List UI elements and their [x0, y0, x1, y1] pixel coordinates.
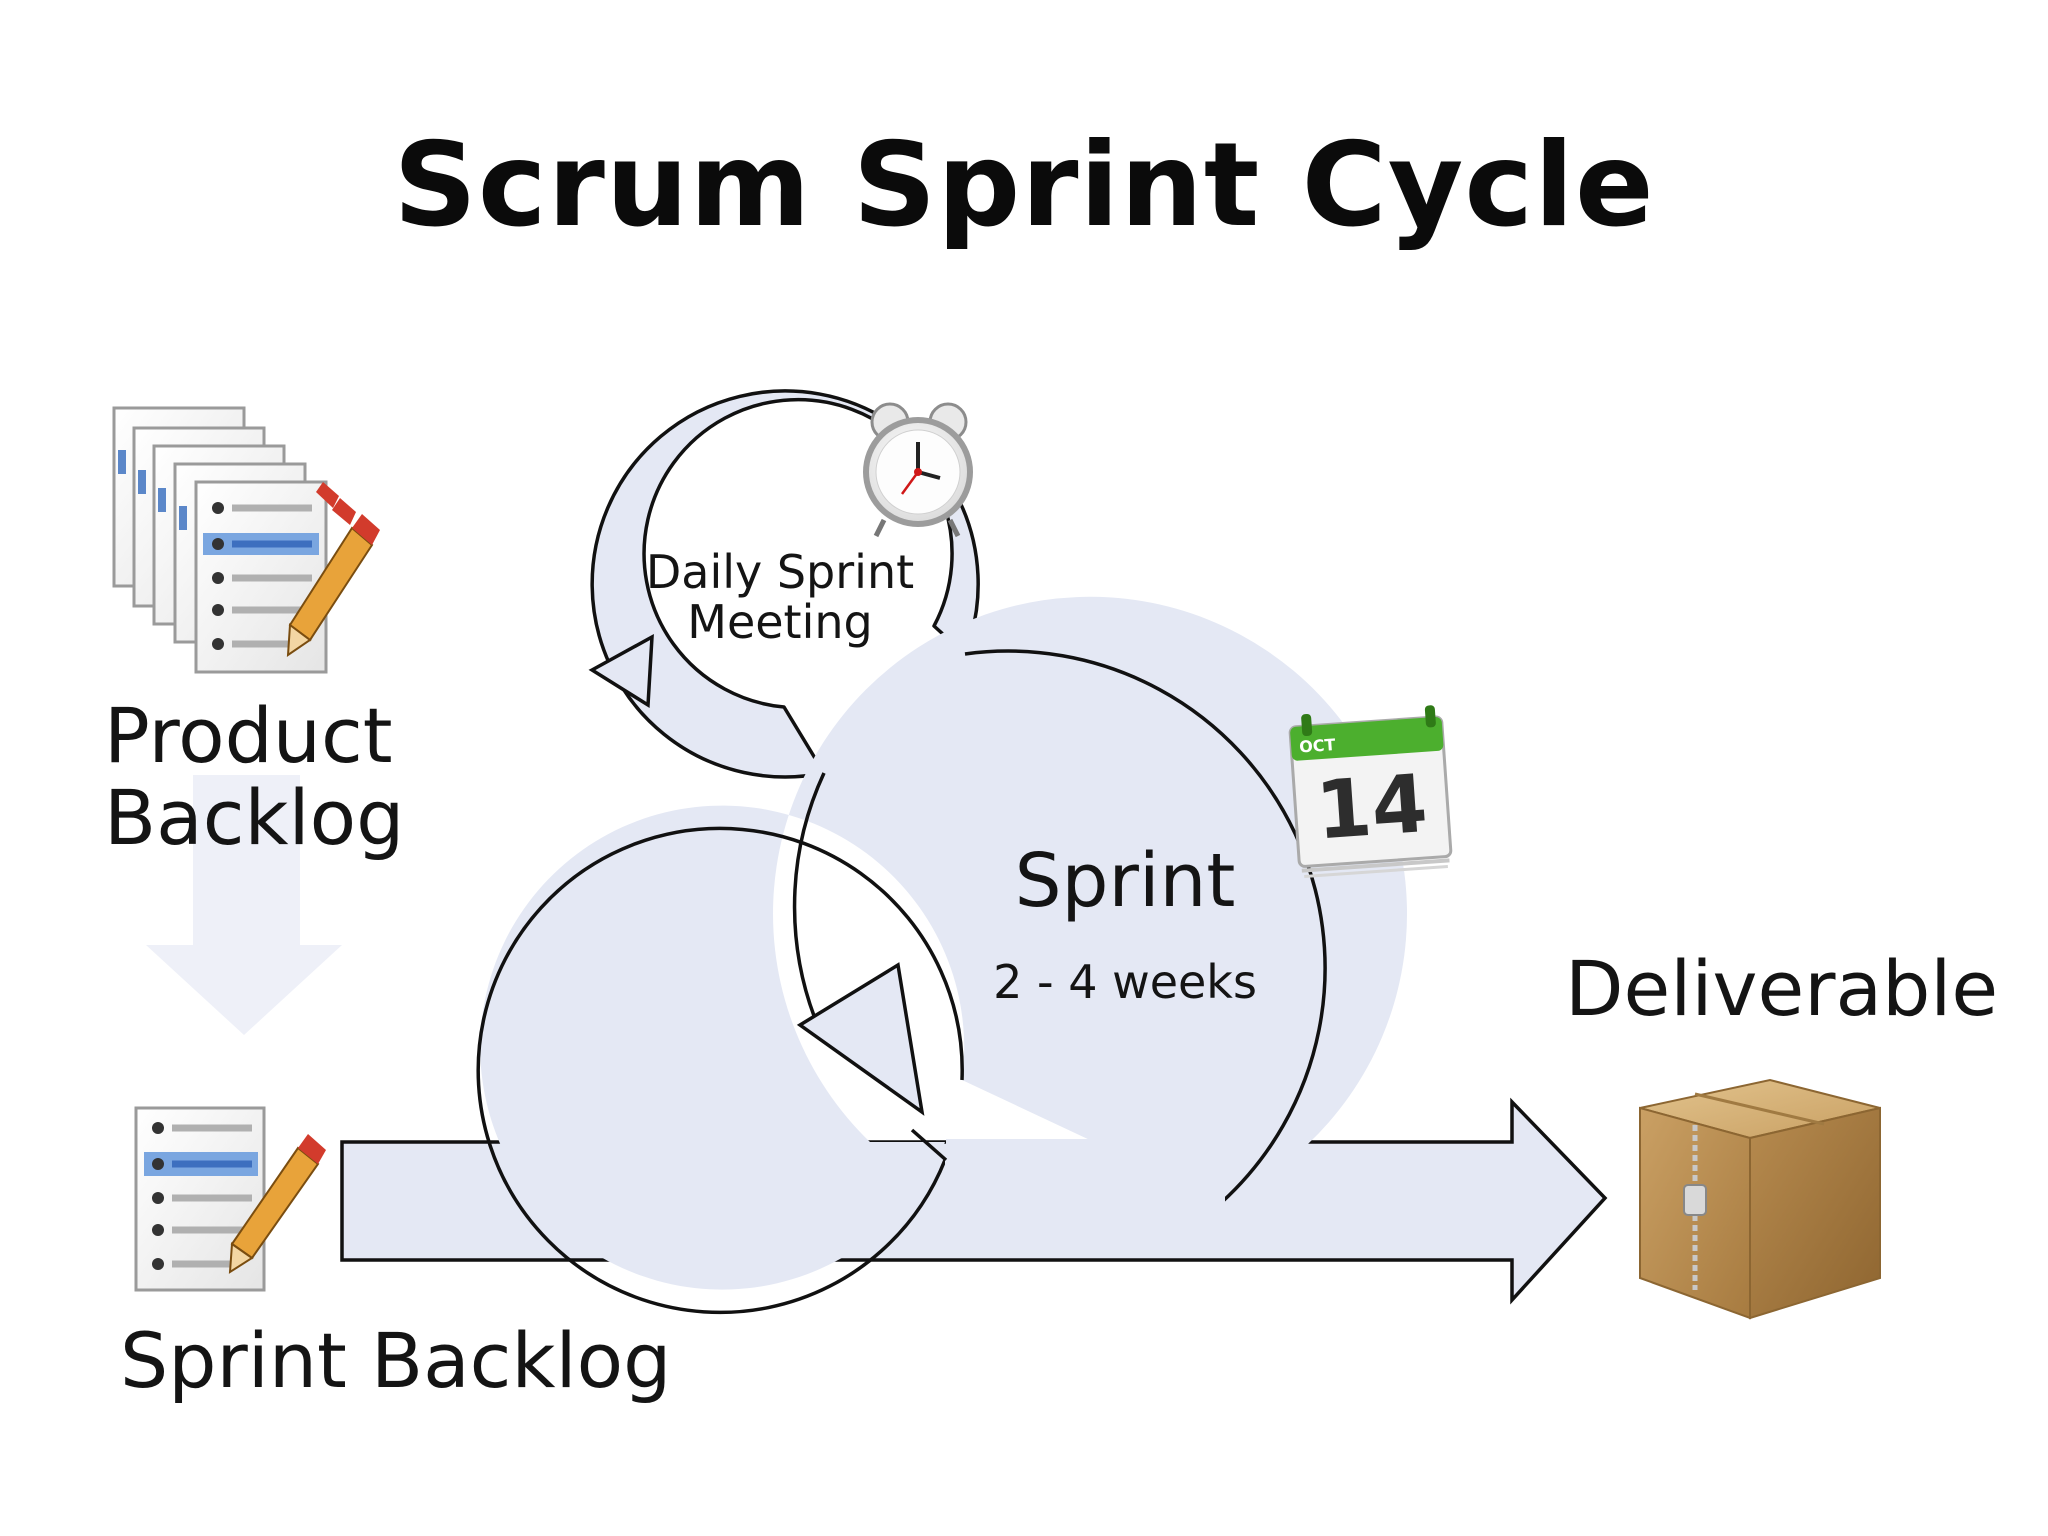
calendar-day: 14 — [1313, 757, 1431, 858]
cardboard-box-icon — [1639, 1078, 1881, 1320]
alarm-clock-icon — [863, 402, 973, 538]
sprint-loop — [476, 596, 1408, 1315]
product-backlog-label: Product Backlog — [104, 691, 405, 863]
sprint-backlog-label: Sprint Backlog — [120, 1316, 672, 1405]
product-backlog-line1: Product — [104, 691, 393, 780]
sprint-label: Sprint — [1014, 838, 1236, 924]
page-title: Scrum Sprint Cycle — [393, 118, 1655, 253]
pencil-icon — [228, 1134, 326, 1274]
calendar-icon: OCT 14 — [1288, 705, 1453, 879]
product-backlog-line2: Backlog — [104, 773, 405, 863]
pencil-icon — [286, 482, 380, 657]
sprint-duration: 2 - 4 weeks — [993, 955, 1257, 1009]
document-stack-with-pencil-icon — [112, 406, 380, 674]
daily-meeting-label: Daily Sprint Meeting — [640, 545, 920, 649]
daily-meeting-line1: Daily Sprint — [645, 545, 915, 599]
document-with-pencil-icon — [134, 1106, 326, 1292]
down-arrow — [146, 775, 342, 1035]
daily-meeting-arrowhead — [588, 633, 654, 709]
daily-meeting-line2: Meeting — [687, 594, 873, 649]
daily-meeting-loop — [588, 389, 980, 779]
calendar-month: OCT — [1299, 735, 1337, 756]
sprint-arrowhead — [796, 962, 925, 1116]
deliverable-label: Deliverable — [1565, 944, 1999, 1033]
